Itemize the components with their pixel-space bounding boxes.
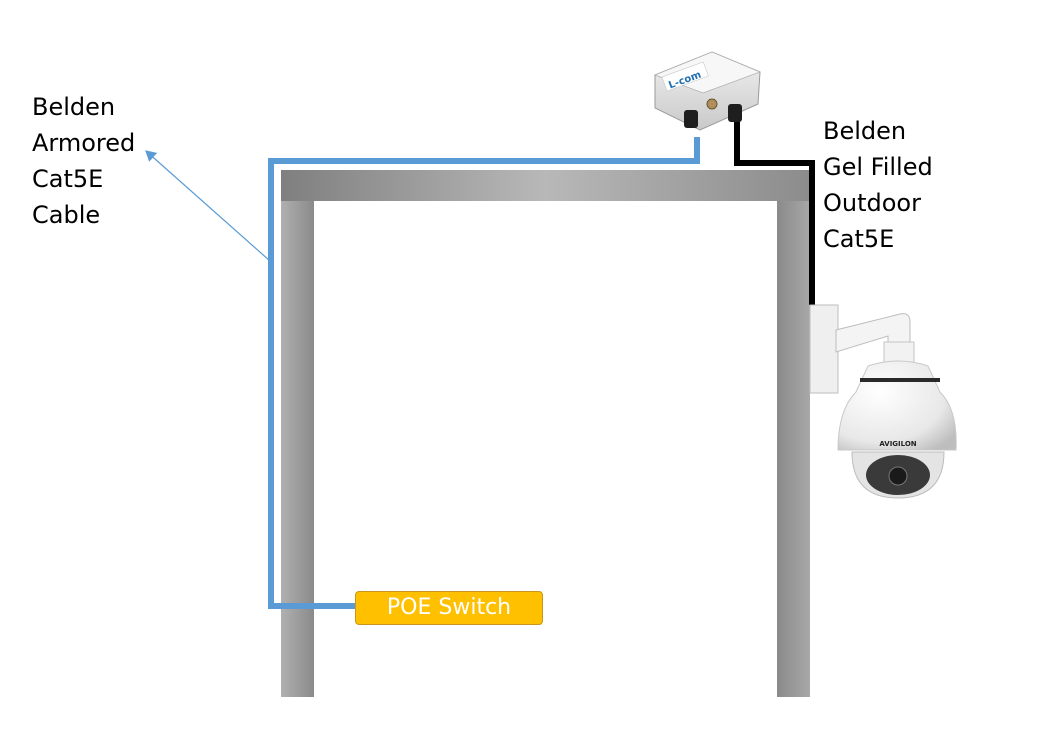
- frame-top-beam: [281, 170, 810, 201]
- armored-cable-label: Belden Armored Cat5E Cable: [32, 89, 135, 233]
- gel-cable-label-line: Cat5E: [823, 225, 895, 253]
- frame-right-post: [777, 170, 810, 697]
- frame-structure: [281, 170, 810, 697]
- armored-cable-label-line: Belden: [32, 93, 116, 121]
- gel-cable-label-line: Gel Filled: [823, 153, 933, 181]
- gland-left: [684, 110, 698, 128]
- ptz-camera: AVIGILON: [809, 304, 957, 499]
- wall-mount-plate: [809, 304, 839, 394]
- gel-cable-line: [734, 118, 815, 305]
- armored-cable-callout-arrow: [145, 150, 271, 262]
- gland-right: [728, 104, 742, 122]
- frame-left-post: [281, 200, 314, 697]
- gel-cable-label-line: Belden: [823, 117, 907, 145]
- armored-cable-line: [268, 137, 700, 609]
- armored-cable-label-line: Cat5E: [32, 165, 104, 193]
- junction-box: L-com: [653, 51, 762, 131]
- gel-cable-label: Belden Gel Filled Outdoor Cat5E: [823, 113, 933, 257]
- camera-housing: [837, 360, 957, 451]
- armored-cable-label-line: Cable: [32, 201, 101, 229]
- camera-brand: AVIGILON: [879, 440, 916, 448]
- poe-switch-box: POE Switch: [355, 591, 543, 625]
- armored-cable-label-line: Armored: [32, 129, 136, 157]
- gel-cable-label-line: Outdoor: [823, 189, 921, 217]
